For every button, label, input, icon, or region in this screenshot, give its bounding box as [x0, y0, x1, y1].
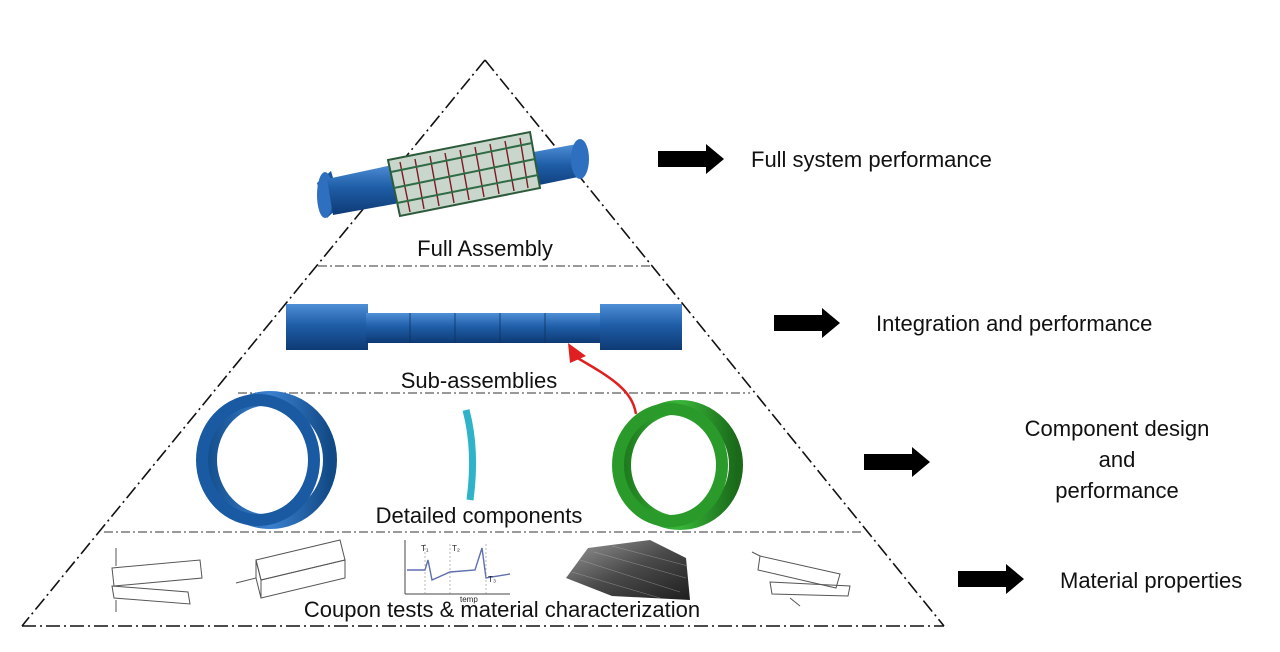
tier-label-full-assembly: Full Assembly [417, 236, 553, 261]
pyramid-left-edge [21, 59, 486, 627]
tier-dividers [104, 265, 862, 533]
outcome-full-system-performance: Full system performance [751, 147, 992, 172]
plot-tick-1: T₁ [421, 544, 429, 553]
red-arrowhead [568, 343, 586, 363]
tier-label-sub-assemblies: Sub-assemblies [401, 368, 558, 393]
sub-center-tube [366, 313, 602, 343]
woven-composite-sample [566, 540, 690, 600]
arrow-component-design [864, 447, 930, 477]
sub-right-sleeve [600, 304, 682, 350]
outcome-component-line-1: Component design [1024, 416, 1210, 441]
sub-tube-seams [409, 313, 546, 343]
tier-label-coupon-tests: Coupon tests & material characterization [304, 597, 700, 622]
sub-assembly-model [286, 304, 682, 350]
arrow-integration [774, 308, 840, 338]
integration-red-arrow [573, 354, 638, 415]
green-ring-component [612, 400, 743, 530]
left-shaft [327, 164, 405, 215]
outcome-arrows [658, 144, 1024, 594]
cyan-bar-component [462, 409, 477, 501]
plot-tick-3: T₃ [488, 575, 496, 584]
plot-tick-2: T₂ [452, 544, 460, 553]
plot-x-label: temp [460, 595, 478, 604]
full-assembly-model [317, 130, 589, 218]
sub-left-sleeve [286, 304, 368, 350]
cage-rings [390, 142, 539, 204]
coupon-sketch-3 [751, 551, 851, 607]
outcome-material-properties: Material properties [1060, 568, 1243, 593]
coupon-sketch-1 [111, 548, 203, 612]
arrow-material-properties [958, 564, 1024, 594]
coupon-sketch-2 [235, 539, 346, 599]
outcome-integration-performance: Integration and performance [876, 311, 1153, 336]
dsc-plot-thumbnail: T₁ T₂ T₃ temp [404, 540, 511, 604]
outcome-component-line-2: and [1098, 447, 1136, 472]
outcome-component-line-3: performance [1055, 478, 1179, 503]
right-flange-face [571, 139, 589, 179]
outcome-component-design: Component design and performance [1002, 413, 1232, 506]
blue-ring-component [196, 391, 337, 529]
arrow-full-system [658, 144, 724, 174]
tier-label-detailed-components: Detailed components [376, 503, 583, 528]
